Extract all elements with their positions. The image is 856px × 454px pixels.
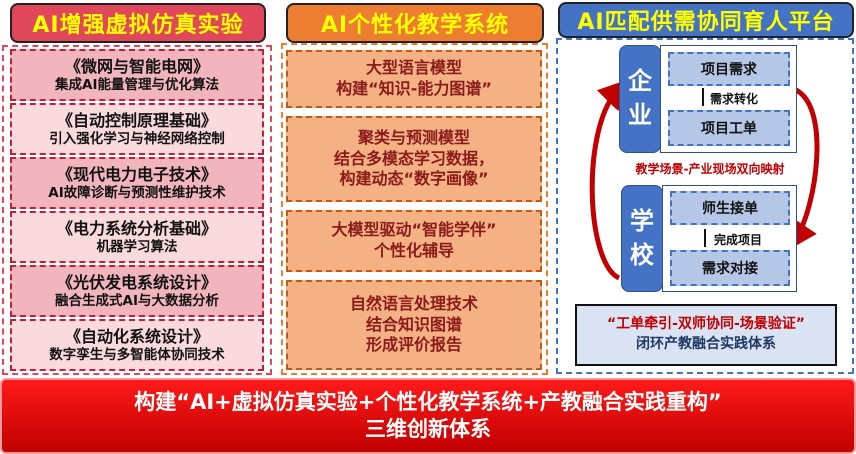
middle-header: AI个性化教学系统 (286, 3, 544, 43)
course-title: 《自动控制原理基础》 (56, 111, 217, 131)
school-label: 学 校 (621, 185, 663, 292)
summary-line2: 闭环产教融合实践体系 (636, 336, 776, 352)
project-order-box: 项目工单 (668, 110, 790, 146)
feature-item: 大型语言模型构建“知识-能力图谱” (286, 50, 542, 108)
course-title: 《现代电力电子技术》 (56, 165, 217, 185)
teacher-student-order-box: 师生接单 (670, 191, 790, 225)
left-column (2, 45, 272, 375)
banner-line1: 构建“AI+虚拟仿真实验+个性化教学系统+产教融合实践重构” (134, 389, 722, 414)
right-header: AI匹配供需协同育人平台 (558, 2, 854, 38)
down-arrow-icon (702, 88, 704, 106)
course-title: 《微网与智能电网》 (64, 57, 209, 77)
left-header: AI增强虚拟仿真实验 (10, 3, 266, 43)
course-subtitle: 引入强化学习与神经网络控制 (49, 130, 225, 147)
feature-item: 自然语言处理技术结合知识图谱形成评价报告 (286, 280, 542, 370)
course-item: 《光伏发电系统设计》融合生成式AI与大数据分析 (10, 265, 264, 317)
course-subtitle: 集成AI能量管理与优化算法 (55, 76, 219, 93)
demand-matching-box: 需求对接 (670, 250, 790, 286)
summary-box: “工单牵引-双师协同-场景验证” 闭环产教融合实践体系 (575, 304, 837, 366)
right-column (556, 38, 854, 374)
summary-line1: “工单牵引-双师协同-场景验证” (606, 316, 806, 333)
course-title: 《电力系统分析基础》 (56, 219, 217, 239)
course-item: 《电力系统分析基础》机器学习算法 (10, 211, 264, 263)
feature-item: 大模型驱动“智能学伴”个性化辅导 (286, 210, 542, 272)
feature-line: 形成评价报告 (365, 335, 462, 355)
demand-conversion-label: 需求转化 (710, 92, 759, 106)
course-subtitle: 数字孪生与多智能体协同技术 (49, 346, 225, 363)
course-subtitle: 融合生成式AI与大数据分析 (55, 292, 219, 309)
up-arrow-icon (704, 229, 706, 247)
feature-line: 构建“知识-能力图谱” (336, 79, 492, 98)
course-subtitle: AI故障诊断与预测性维护技术 (48, 184, 226, 201)
course-item: 《微网与智能电网》集成AI能量管理与优化算法 (10, 49, 264, 101)
course-title: 《自动化系统设计》 (64, 327, 209, 347)
bottom-banner: 构建“AI+虚拟仿真实验+个性化教学系统+产教融合实践重构” 三维创新体系 (0, 378, 856, 454)
project-demand-box: 项目需求 (668, 52, 790, 86)
banner-line2: 三维创新体系 (365, 417, 491, 441)
course-title: 《光伏发电系统设计》 (56, 273, 217, 293)
feature-item: 聚类与预测模型结合多模态学习数据，构建动态“数字画像” (286, 116, 542, 202)
arrow-school-to-enterprise (589, 79, 629, 281)
enterprise-label: 企 业 (619, 45, 661, 153)
arrow-enterprise-to-school (787, 87, 820, 251)
feature-line: 大型语言模型 (365, 58, 462, 78)
feature-line: 结合知识图谱 (365, 314, 462, 334)
middle-column (281, 43, 548, 375)
feature-line: 大模型驱动“智能学伴” (331, 220, 497, 240)
feature-line: 自然语言处理技术 (349, 293, 478, 313)
feature-line: 聚类与预测模型 (357, 127, 470, 147)
feature-line: 个性化辅导 (373, 241, 454, 260)
label-char: 校 (630, 240, 654, 269)
label-char: 学 (630, 206, 654, 235)
course-subtitle: 机器学习算法 (96, 238, 178, 255)
label-char: 业 (628, 101, 652, 129)
feature-line: 构建动态“数字画像” (339, 169, 489, 189)
feature-line: 结合多模态学习数据， (333, 148, 494, 168)
cycle-arrows (589, 79, 820, 281)
course-item: 《自动化系统设计》数字孪生与多智能体协同技术 (10, 319, 264, 371)
mapping-label: 教学场景-产业现场双向映射 (635, 162, 785, 176)
course-item: 《现代电力电子技术》AI故障诊断与预测性维护技术 (10, 157, 264, 209)
label-char: 企 (628, 67, 652, 96)
course-item: 《自动控制原理基础》引入强化学习与神经网络控制 (10, 103, 264, 155)
project-complete-label: 完成项目 (714, 233, 763, 247)
